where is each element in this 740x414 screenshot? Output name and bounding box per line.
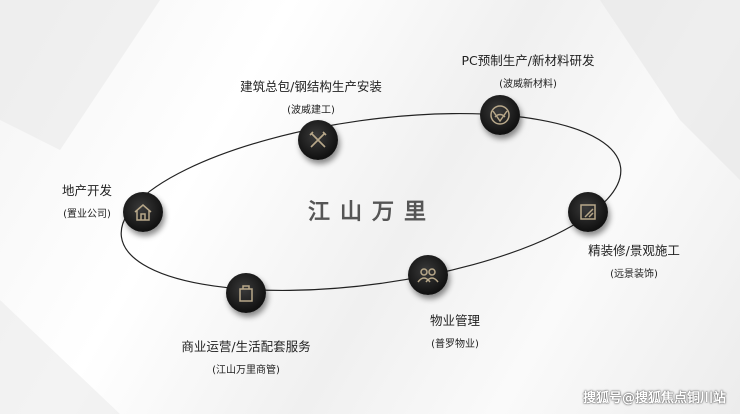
paint-icon bbox=[568, 192, 608, 232]
house-icon bbox=[123, 192, 163, 232]
node-label: 商业运营/生活配套服务(江山万里商管) bbox=[181, 339, 311, 376]
node-label: PC预制生产/新材料研发(波威新材料) bbox=[461, 53, 595, 90]
globe-icon bbox=[480, 95, 520, 135]
node-label: 建筑总包/钢结构生产安装(波威建工) bbox=[240, 79, 382, 116]
watermark: 搜狐号@搜狐焦点铜川站 bbox=[582, 391, 726, 406]
node-label: 物业管理(普罗物业) bbox=[429, 313, 481, 350]
people-icon bbox=[408, 255, 448, 295]
logo: 江山万里 bbox=[308, 199, 437, 225]
node-label: 精装修/景观施工(远景装饰) bbox=[588, 243, 680, 280]
tools-icon bbox=[298, 120, 338, 160]
node-label: 地产开发(置业公司) bbox=[61, 183, 113, 220]
shop-icon bbox=[226, 273, 266, 313]
